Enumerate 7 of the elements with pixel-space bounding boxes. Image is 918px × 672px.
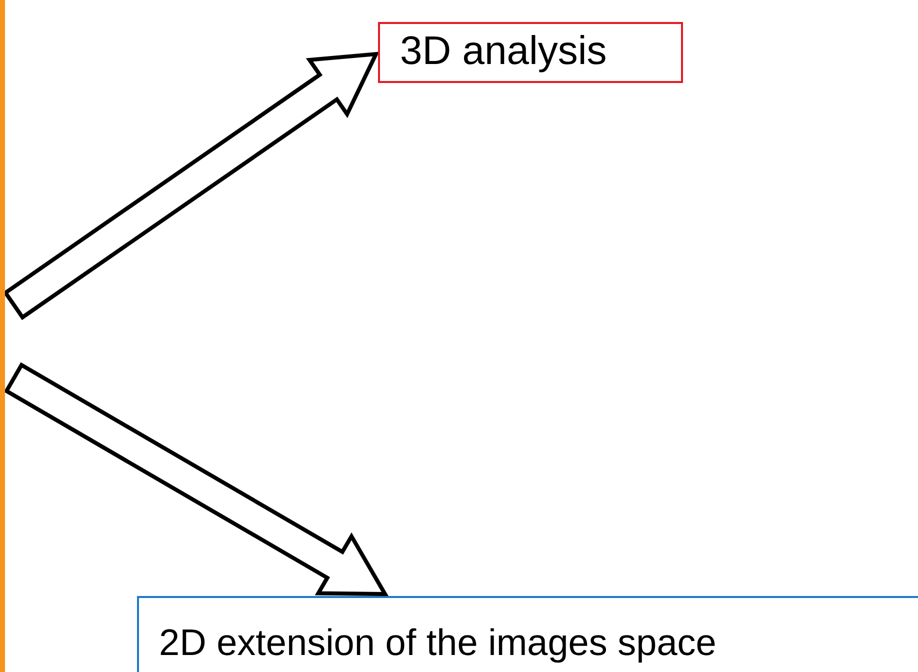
block-arrow [4,362,388,596]
box-label: 3D analysis [399,28,607,75]
block-arrow [2,52,380,320]
box-label: 2D extension of the images space [158,621,716,665]
process-box [137,596,918,672]
process-box [378,22,683,83]
vertical-bar [0,0,5,672]
